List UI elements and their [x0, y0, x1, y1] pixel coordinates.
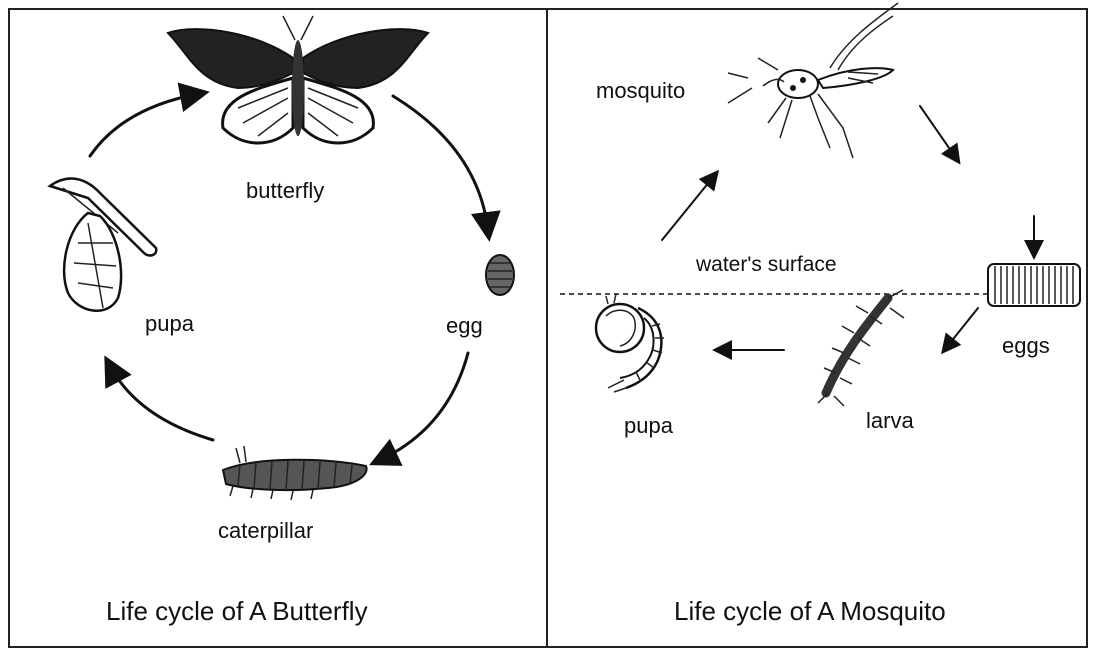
egg-label: egg	[446, 313, 483, 339]
butterfly-label: butterfly	[246, 178, 324, 204]
caterpillar-label: caterpillar	[218, 518, 313, 544]
mosquito-pupa-label: pupa	[624, 413, 673, 439]
mosquito-label: mosquito	[596, 78, 685, 104]
mosquito-life-cycle-panel: mosquito water's surface eggs larva pupa…	[548, 8, 1088, 648]
eggs-label: eggs	[1002, 333, 1050, 359]
butterfly-life-cycle-panel: butterfly egg caterpillar pupa Life cycl…	[8, 8, 546, 648]
butterfly-panel-title: Life cycle of A Butterfly	[106, 596, 368, 627]
mosquito-panel-title: Life cycle of A Mosquito	[674, 596, 946, 627]
pupa-label: pupa	[145, 311, 194, 337]
mosquito-pupa-icon	[548, 8, 1088, 648]
water-surface-label: water's surface	[696, 253, 837, 277]
larva-label: larva	[866, 408, 914, 434]
